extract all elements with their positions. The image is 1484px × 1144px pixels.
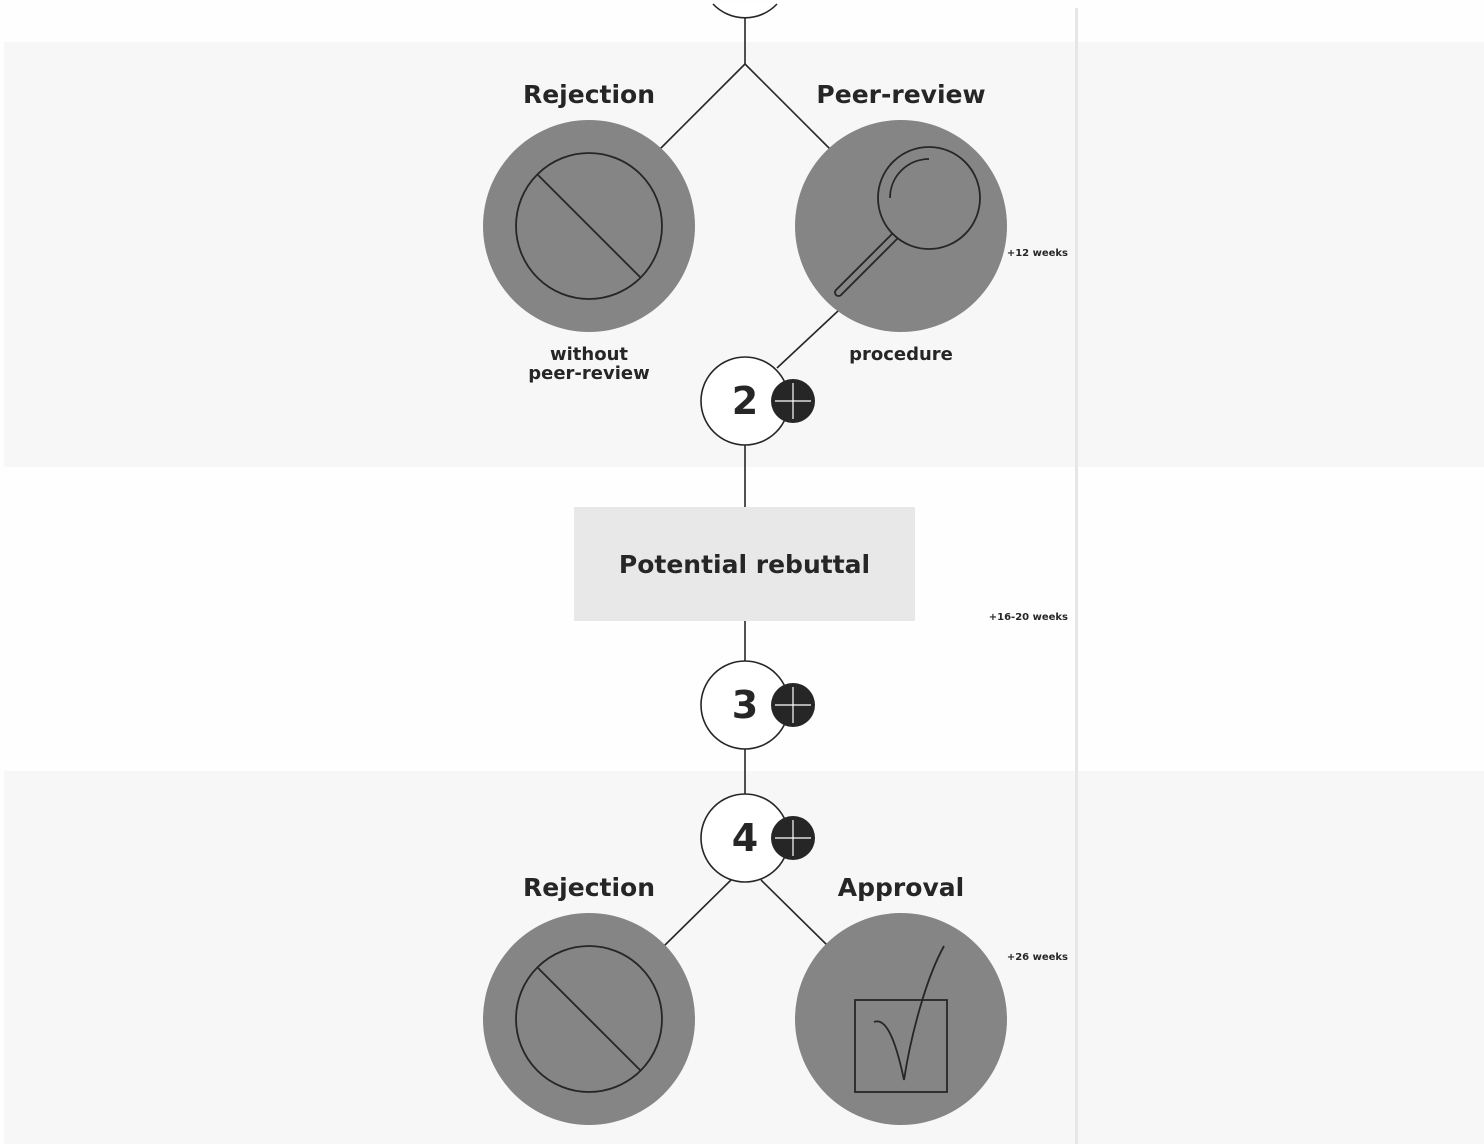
- peer-review-duration: +12 weeks: [1006, 248, 1068, 259]
- prohibited-icon: [483, 913, 695, 1125]
- rebuttal-label: Potential rebuttal: [618, 549, 871, 579]
- checkbox-checked-icon: [795, 913, 1007, 1125]
- plus-icon[interactable]: [771, 379, 815, 423]
- rebuttal-duration: +16-20 weeks: [988, 612, 1068, 623]
- connector-to-rejection-1: [659, 63, 746, 150]
- rejection-title: Rejection: [522, 80, 656, 109]
- step3-number: 3: [731, 683, 759, 727]
- connector-step4-to-approval: [760, 879, 829, 947]
- prohibited-icon: [483, 120, 695, 332]
- vertical-divider: [1075, 8, 1078, 1144]
- step2-number: 2: [731, 379, 759, 423]
- approval-duration: +26 weeks: [1006, 952, 1068, 963]
- connector-to-peer-review: [744, 63, 831, 150]
- connector-step4-to-rejection-2: [663, 879, 732, 947]
- plus-icon[interactable]: [771, 683, 815, 727]
- connector-peer-review-to-step2: [776, 310, 839, 369]
- rejection-title-2: Rejection: [522, 873, 656, 902]
- step1-circle-partial: [712, 3, 778, 19]
- plus-icon[interactable]: [771, 816, 815, 860]
- approval-title: Approval: [837, 873, 965, 902]
- peer-review-subtitle: procedure: [849, 344, 953, 365]
- rebuttal-box: Potential rebuttal: [574, 507, 915, 621]
- rejection-subtitle-line1: without: [549, 344, 628, 365]
- rejection-subtitle-line2: peer-review: [528, 363, 650, 384]
- peer-review-title: Peer-review: [816, 80, 986, 109]
- magnifier-icon: [795, 120, 1007, 332]
- connector-lines: [659, 18, 839, 947]
- step4-number: 4: [731, 816, 759, 860]
